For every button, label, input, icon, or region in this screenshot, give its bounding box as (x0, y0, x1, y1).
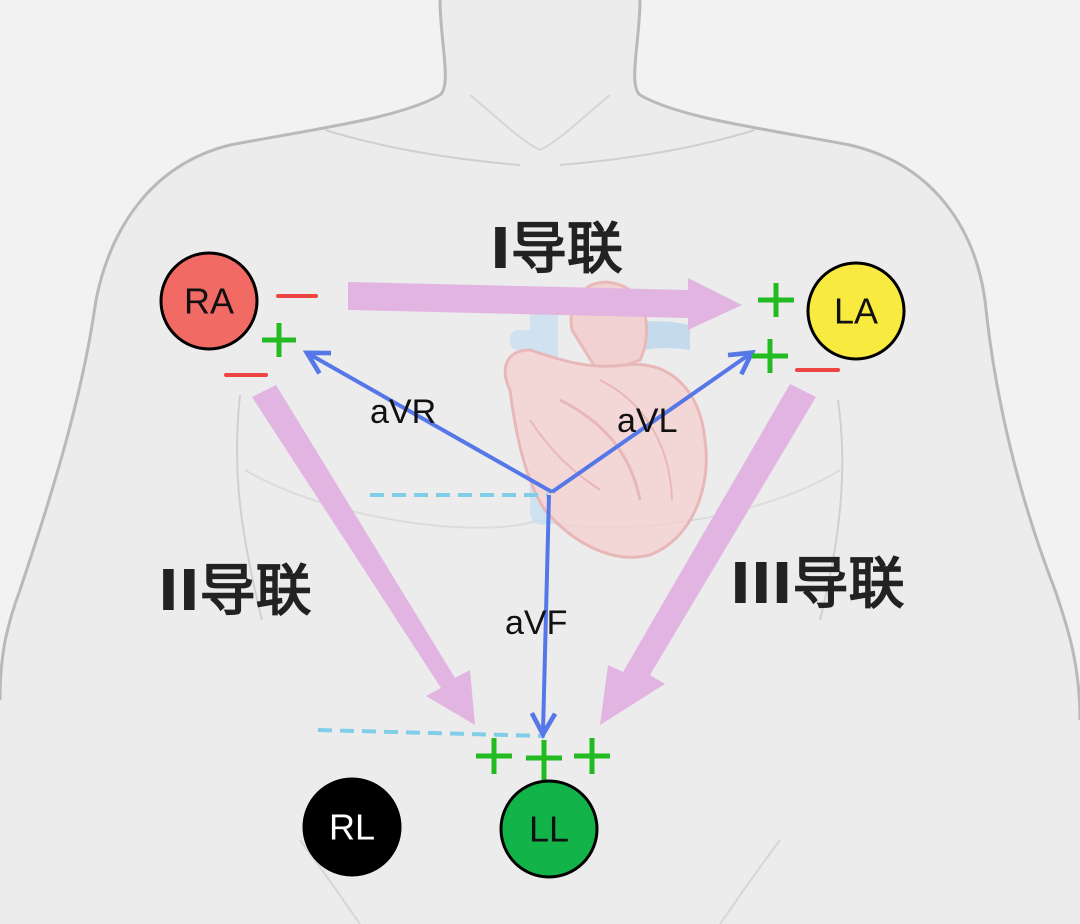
lead-III-title: III导联 (730, 552, 905, 617)
electrode-RL: RL (302, 777, 402, 877)
LA-plus-upper (758, 283, 794, 317)
electrode-LL-label: LL (529, 809, 569, 850)
heart-icon (503, 280, 708, 559)
LL-plus-middle (526, 740, 562, 780)
augmented-arrows (309, 354, 750, 732)
aVL-label: aVL (617, 402, 678, 440)
polarity-signs (224, 283, 840, 780)
LA-plus-lower (752, 339, 788, 373)
electrode-RA-label: RA (184, 281, 234, 322)
lead-arrows (252, 278, 816, 725)
lead-III-arrow (600, 384, 816, 725)
reference-line-lower (317, 728, 546, 738)
RA-plus (262, 323, 296, 357)
electrode-RA: RA (159, 251, 259, 351)
electrode-LA: LA (806, 261, 906, 361)
electrode-RL-label: RL (329, 807, 375, 848)
lead-II-title: II导联 (158, 559, 312, 624)
lead-I-arrow (348, 278, 742, 330)
lead-I-title: I导联 (490, 217, 623, 282)
LL-plus-left (476, 738, 512, 774)
LL-plus-right (574, 738, 610, 774)
electrode-LL: LL (499, 779, 599, 879)
aVR-arrow (309, 354, 553, 494)
aVF-label: aVF (505, 604, 567, 642)
aVL-arrow (550, 354, 750, 494)
electrode-LA-label: LA (834, 291, 878, 332)
aVR-label: aVR (370, 393, 436, 431)
reference-lines (317, 493, 548, 738)
lead-II-arrow (252, 385, 475, 725)
aVF-arrow (543, 494, 549, 732)
